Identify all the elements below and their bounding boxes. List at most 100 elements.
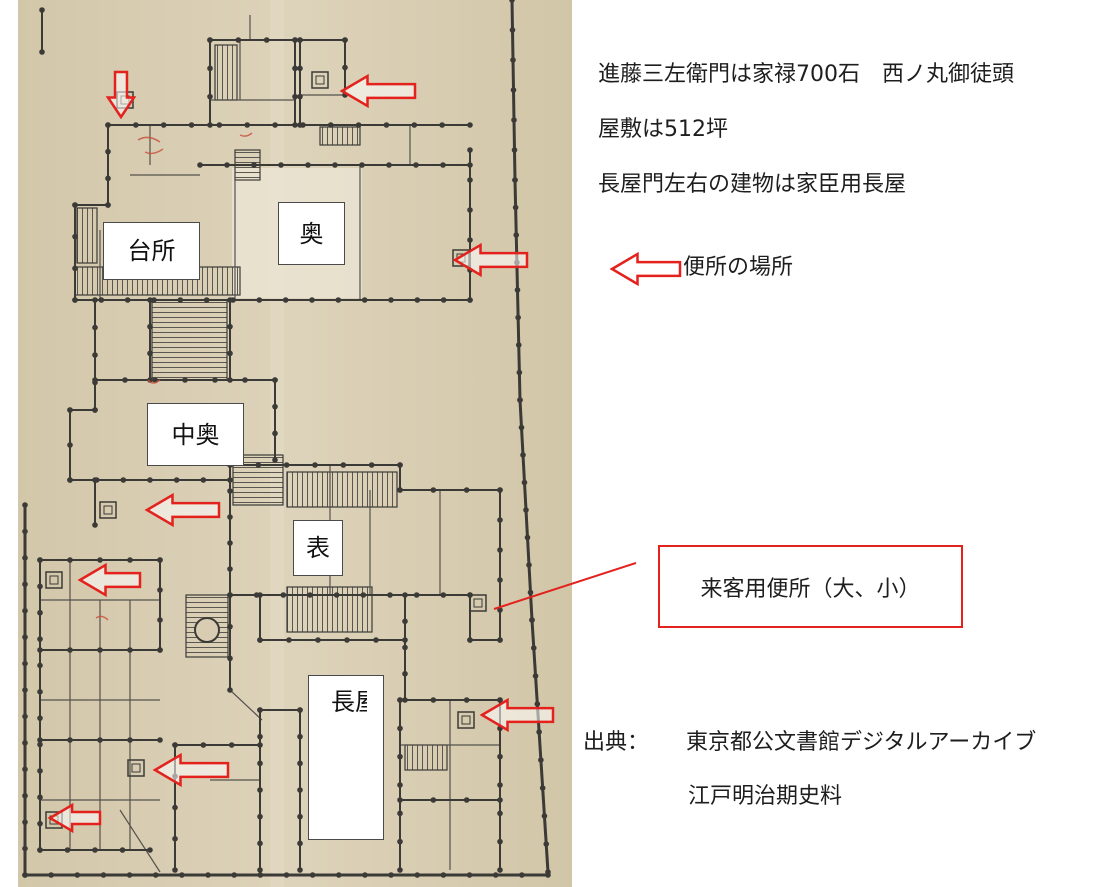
pillar-dot [173,477,180,483]
well-circle [194,617,220,643]
pillar-dot [92,477,98,483]
hatched-floor [214,44,238,101]
pillar-dot [22,660,28,667]
toilet-square [469,594,487,612]
pillar-dot [197,162,203,168]
callout-connector-line [493,562,637,610]
pillar-dot [292,37,298,43]
pillar-dot [440,592,447,598]
pillar-dot [527,589,534,596]
pillar-dot [439,122,445,128]
pillar-dot [467,147,473,153]
pillar-dot [207,93,213,100]
pillar-dot [227,566,233,572]
pillar-dot [37,768,43,774]
pillar-dot [122,377,128,383]
pillar-dot [492,872,499,878]
pillar-dot [272,430,278,437]
pillar-dot [467,637,473,643]
pillar-dot [512,177,518,183]
pillar-dot [188,122,195,128]
pillar-dot [360,592,367,598]
pillar-dot [342,37,348,43]
pillar-dot [305,162,311,168]
toilet-square [45,571,63,589]
pillar-dot [511,147,518,153]
pillar-dot [509,27,516,33]
pillar-dot [228,742,235,748]
pillar-dot [383,122,390,128]
pillar-dot [297,37,303,43]
pillar-dot [430,487,437,493]
legend-arrow-icon [609,251,682,287]
pillar-dot [397,797,403,803]
pillar-dot [512,204,519,211]
pillar-dot [297,867,303,873]
pillar-dot [278,162,284,168]
pillar-dot [172,804,178,811]
note-estate-area: 屋敷は512坪 [598,117,728,142]
pillar-dot [397,867,403,873]
pillar-dot [361,297,368,303]
toilet-inner [461,715,471,725]
pillar-dot [207,37,213,43]
pillar-dot [402,644,408,651]
pillar-dot [515,342,522,348]
pillar-dot [124,297,131,303]
pillar-dot [257,872,264,878]
pillar-dot [172,835,178,842]
callout-label: 来客用便所（大、小） [700,576,921,602]
pillar-dot [97,737,103,743]
pillar-dot [297,840,303,847]
pillar-dot [231,872,237,878]
pillar-dot [342,64,348,71]
pillar-dot [67,737,73,743]
pillar-dot [37,737,43,743]
pillar-dot [216,122,223,128]
room-label-nagaya: 長屋 [308,675,384,840]
pillar-dot [362,872,368,878]
pillar-dot [172,867,178,873]
pillar-dot [127,557,133,563]
pillar-dot [517,397,523,403]
pillar-dot [64,847,71,853]
pillar-dot [541,813,548,819]
note-retainer-housing: 長屋門左右の建物は家臣用長屋 [598,172,907,197]
pillar-dot [327,122,334,128]
pillar-dot [307,592,313,598]
source-prefix: 出典： [583,730,650,755]
pillar-dot [497,517,503,523]
pillar-dot [127,647,133,653]
source-collection: 江戸明治期史料 [688,784,843,809]
pillar-dot [160,122,167,128]
pillar-dot [509,0,515,3]
pillar-dot [335,297,342,303]
pillar-dot [22,872,28,878]
pillar-dot [272,403,278,410]
note-owner-rank: 進藤三左衛門は家禄700石 西ノ丸御徒頭 [598,62,1014,87]
pillar-dot [92,407,98,413]
pillar-dot [172,742,178,748]
pillar-dot [203,297,210,303]
pillar-dot [255,462,262,468]
pillar-dot [256,297,263,303]
pillar-dot [257,707,263,713]
pillar-dot [497,487,503,493]
pillar-dot [152,872,159,878]
pillar-dot [22,634,28,640]
pillar-dot [157,587,163,593]
pillar-dot [227,540,233,546]
pillar-dot [67,477,73,483]
pillar-dot [530,645,537,651]
toilet-inner [103,505,113,515]
pillar-dot [467,207,473,213]
pillar-dot [524,534,531,541]
pillar-dot [411,122,418,128]
pillar-dot [100,872,107,878]
pillar-dot [119,847,126,853]
pillar-dot [529,617,535,623]
toilet-square [127,759,145,777]
pillar-dot [272,457,278,463]
pillar-dot [497,782,503,788]
